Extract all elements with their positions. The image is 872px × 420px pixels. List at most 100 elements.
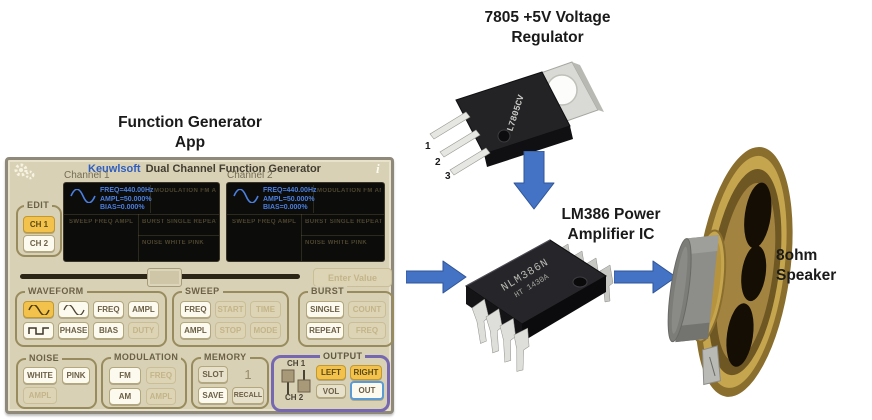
- sine-wave-icon: [70, 189, 96, 203]
- regulator-annotation: 7805 +5V Voltage Regulator: [455, 8, 640, 48]
- display-freq: FREQ=440.00Hz: [263, 187, 317, 194]
- burst-count-button[interactable]: COUNT: [348, 301, 386, 318]
- memory-slot-value: 1: [244, 367, 252, 382]
- arrow-amplifier-to-speaker: [614, 260, 677, 294]
- sweep-time-button[interactable]: TIME: [250, 301, 281, 318]
- sine-wave-icon: [62, 304, 85, 315]
- app-annotation-line1: Function Generator: [118, 114, 262, 131]
- display-ampl: AMPL=50.000%: [100, 195, 152, 203]
- arrow-regulator-to-amplifier: [513, 151, 555, 210]
- burst-freq-button[interactable]: FREQ: [348, 322, 386, 339]
- waveform-ampl-button[interactable]: AMPL: [128, 301, 159, 318]
- lm386-chip-image: NLM386N HT 1430A: [465, 239, 614, 372]
- modulation-group: MODULATION FM FREQ AM AMPL: [101, 352, 187, 409]
- app-title: Dual Channel Function Generator: [145, 163, 321, 175]
- display-bias: BIAS=0.000%: [263, 204, 308, 211]
- waveform-duty-button[interactable]: DUTY: [128, 322, 159, 339]
- sweep-start-button[interactable]: START: [215, 301, 246, 318]
- waveform-phase-button[interactable]: PHASE: [58, 322, 89, 339]
- speaker-annotation: 8ohm Speaker: [776, 247, 837, 284]
- modulation-group-label: MODULATION: [111, 352, 182, 362]
- burst-repeat-button[interactable]: REPEAT: [306, 322, 344, 339]
- display-sweep-status: SWEEP FREQ AMPL: [232, 219, 297, 225]
- amplifier-annotation-line1: LM386 Power: [561, 206, 661, 223]
- memory-recall-button[interactable]: RECALL: [232, 387, 264, 404]
- sweep-freq-button[interactable]: FREQ: [180, 301, 211, 318]
- enter-value-button[interactable]: Enter Value: [313, 268, 392, 287]
- app-annotation: Function Generator App: [115, 113, 265, 153]
- output-ch1-label: CH 1: [287, 359, 306, 368]
- waveform-square-button[interactable]: [23, 322, 54, 339]
- edit-group-label: EDIT: [24, 200, 53, 210]
- square-wave-icon: [27, 326, 49, 335]
- waveform-sine-button[interactable]: [23, 301, 54, 318]
- output-group: OUTPUT CH 1 CH 2 LEFT RIGHT VOL OUT: [271, 351, 390, 412]
- app-header: Keuwlsoft Dual Channel Function Generato…: [88, 163, 321, 175]
- edit-ch1-button[interactable]: CH 1: [23, 216, 55, 233]
- modulation-ampl-button[interactable]: AMPL: [146, 388, 176, 405]
- value-slider-handle[interactable]: [147, 268, 182, 287]
- sweep-ampl-button[interactable]: AMPL: [180, 322, 211, 339]
- channel1-label: Channel 1: [64, 170, 110, 181]
- amplifier-annotation: LM386 Power Amplifier IC: [556, 205, 666, 245]
- output-right-button[interactable]: RIGHT: [350, 365, 382, 380]
- arrow-app-to-amplifier: [406, 260, 467, 294]
- burst-group-label: BURST: [308, 286, 347, 296]
- output-vol-button[interactable]: VOL: [316, 384, 346, 398]
- waveform-group: WAVEFORM FREQ AMPL PHASE BIAS DUTY: [15, 286, 167, 347]
- channel-fader-icons[interactable]: [279, 369, 313, 395]
- info-icon[interactable]: i: [376, 161, 380, 176]
- display-burst-status: BURST SINGLE REPEAT: [305, 219, 382, 225]
- sweep-group: SWEEP FREQ START TIME AMPL STOP MODE: [172, 286, 289, 347]
- function-generator-app: Keuwlsoft Dual Channel Function Generato…: [5, 157, 394, 414]
- output-out-button[interactable]: OUT: [350, 381, 384, 400]
- speaker-image: [667, 146, 793, 397]
- output-group-label: OUTPUT: [320, 351, 366, 361]
- waveform-sine2-button[interactable]: [58, 301, 89, 318]
- sweep-mode-button[interactable]: MODE: [250, 322, 281, 339]
- modulation-am-button[interactable]: AM: [109, 388, 141, 405]
- display-noise-status: NOISE WHITE PINK: [305, 240, 368, 246]
- noise-ampl-button[interactable]: AMPL: [23, 387, 57, 404]
- display-readout: FREQ=440.00Hz AMPL=50.000% BIAS=0.000%: [263, 187, 317, 213]
- app-annotation-line2: App: [174, 134, 206, 151]
- voltage-regulator-7805-image: L7805CV 1 2 3: [425, 61, 604, 182]
- modulation-fm-button[interactable]: FM: [109, 367, 141, 384]
- output-left-button[interactable]: LEFT: [316, 365, 346, 380]
- display-burst-status: BURST SINGLE REPEAT: [142, 219, 217, 225]
- memory-slot-button[interactable]: SLOT: [198, 366, 228, 383]
- app-brand: Keuwlsoft: [88, 163, 141, 175]
- modulation-freq-button[interactable]: FREQ: [146, 367, 176, 384]
- noise-pink-button[interactable]: PINK: [62, 367, 90, 384]
- memory-group: MEMORY SLOT 1 SAVE RECALL: [191, 352, 269, 409]
- sine-wave-icon: [27, 304, 50, 315]
- waveform-bias-button[interactable]: BIAS: [93, 322, 124, 339]
- regulator-pin2-label: 2: [435, 157, 441, 168]
- sine-wave-icon: [233, 189, 259, 203]
- regulator-annotation-line1: 7805 +5V Voltage: [484, 9, 611, 26]
- display-noise-status: NOISE WHITE PINK: [142, 240, 205, 246]
- edit-ch2-button[interactable]: CH 2: [23, 235, 55, 252]
- display-sweep-status: SWEEP FREQ AMPL: [69, 219, 134, 225]
- edit-group: EDIT CH 1 CH 2: [16, 200, 62, 257]
- display-readout: FREQ=440.00Hz AMPL=50.000% BIAS=0.000%: [100, 187, 154, 213]
- waveform-freq-button[interactable]: FREQ: [93, 301, 124, 318]
- output-ch2-label: CH 2: [285, 393, 304, 402]
- channel2-display: FREQ=440.00Hz AMPL=50.000% BIAS=0.000% M…: [226, 182, 385, 262]
- channel1-display: FREQ=440.00Hz AMPL=50.000% BIAS=0.000% M…: [63, 182, 220, 262]
- burst-group: BURST SINGLE COUNT REPEAT FREQ: [298, 286, 394, 347]
- noise-group: NOISE WHITE PINK AMPL: [16, 353, 97, 409]
- memory-save-button[interactable]: SAVE: [198, 387, 228, 404]
- noise-group-label: NOISE: [26, 353, 63, 363]
- display-freq: FREQ=440.00Hz: [100, 187, 154, 194]
- display-modulation-status: MODULATION FM AM: [154, 188, 216, 194]
- burst-single-button[interactable]: SINGLE: [306, 301, 344, 318]
- regulator-pin3-label: 3: [445, 171, 451, 182]
- waveform-group-label: WAVEFORM: [25, 286, 87, 296]
- noise-white-button[interactable]: WHITE: [23, 367, 57, 384]
- memory-group-label: MEMORY: [201, 352, 250, 362]
- amplifier-annotation-line2: Amplifier IC: [567, 226, 655, 243]
- sweep-stop-button[interactable]: STOP: [215, 322, 246, 339]
- gear-icon[interactable]: [12, 162, 36, 180]
